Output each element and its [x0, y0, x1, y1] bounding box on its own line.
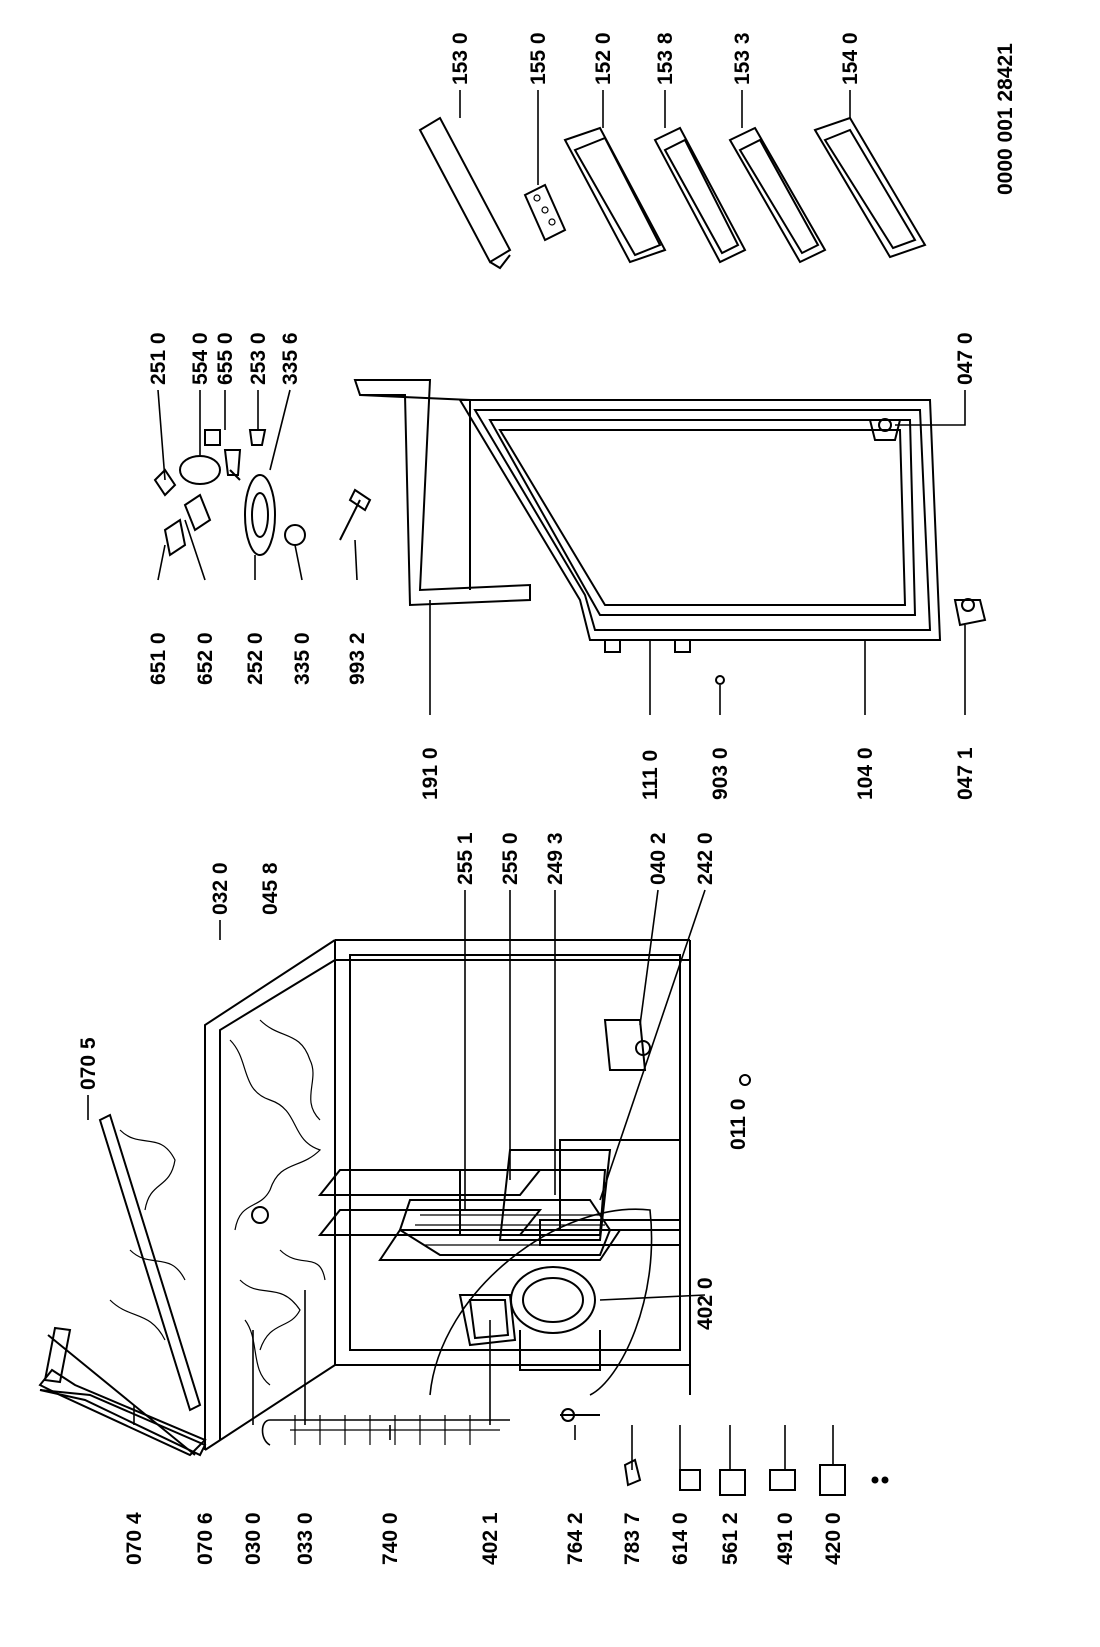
label-070-5: 070 5 [77, 1037, 100, 1090]
door-shelf-153-3 [728, 126, 827, 264]
leader-lines [87, 90, 966, 1470]
label-155-0: 155 0 [527, 32, 550, 85]
label-783-7: 783 7 [621, 1512, 644, 1565]
label-655-0: 655 0 [214, 332, 237, 385]
label-740-0: 740 0 [379, 1512, 402, 1565]
label-652-0: 652 0 [194, 632, 217, 685]
cabinet-drawing [38, 939, 889, 1496]
label-561-2: 561 2 [719, 1512, 742, 1565]
label-335-6: 335 6 [279, 332, 302, 385]
label-047-0: 047 0 [954, 332, 977, 385]
label-251-0: 251 0 [147, 332, 170, 385]
label-153-8: 153 8 [654, 32, 677, 85]
door-shelf-152-0 [563, 126, 667, 264]
label-903-0: 903 0 [709, 747, 732, 800]
label-402-0: 402 0 [694, 1277, 717, 1330]
label-104-0: 104 0 [854, 747, 877, 800]
label-011-0: 011 0 [727, 1099, 750, 1150]
label-191-0: 191 0 [419, 747, 442, 800]
door-shelves-drawing [418, 116, 927, 270]
label-249-3: 249 3 [544, 832, 567, 885]
label-255-0: 255 0 [499, 832, 522, 885]
label-764-2: 764 2 [564, 1512, 587, 1565]
label-153-0: 153 0 [449, 32, 472, 85]
label-993-2: 993 2 [346, 632, 369, 685]
label-253-0: 253 0 [247, 332, 270, 385]
label-111-0: 111 0 [639, 750, 662, 800]
label-030-0: 030 0 [242, 1512, 265, 1565]
label-335-0: 335 0 [291, 632, 314, 685]
label-255-1: 255 1 [454, 832, 477, 885]
label-651-0: 651 0 [147, 632, 170, 685]
label-040-2: 040 2 [647, 832, 670, 885]
compressor [510, 1266, 601, 1371]
label-152-0: 152 0 [592, 32, 615, 85]
document-id: 0000 001 28421 [994, 43, 1017, 195]
label-047-1: 047 1 [954, 747, 977, 800]
egg-tray-155-0 [523, 183, 567, 242]
label-032-0: 032 0 [209, 862, 232, 915]
label-614-0: 614 0 [669, 1512, 692, 1565]
part-labels: 070 4 070 6 030 0 033 0 740 0 402 1 764 … [77, 32, 1017, 1565]
wire-shelf [398, 1199, 612, 1256]
label-070-4: 070 4 [123, 1512, 146, 1565]
label-554-0: 554 0 [189, 332, 212, 385]
label-070-6: 070 6 [194, 1512, 217, 1565]
door-shelf-153-0 [418, 116, 512, 270]
label-153-3: 153 3 [731, 32, 754, 85]
door-shelf-153-8 [653, 126, 747, 264]
label-045-8: 045 8 [259, 862, 282, 915]
label-402-1: 402 1 [479, 1512, 502, 1565]
label-420-0: 420 0 [822, 1512, 845, 1565]
label-154-0: 154 0 [839, 32, 862, 85]
door-drawing [153, 379, 987, 685]
label-242-0: 242 0 [694, 832, 717, 885]
label-491-0: 491 0 [774, 1512, 797, 1565]
door-shelf-154-0 [813, 116, 927, 259]
label-033-0: 033 0 [294, 1512, 317, 1565]
label-252-0: 252 0 [244, 632, 267, 685]
